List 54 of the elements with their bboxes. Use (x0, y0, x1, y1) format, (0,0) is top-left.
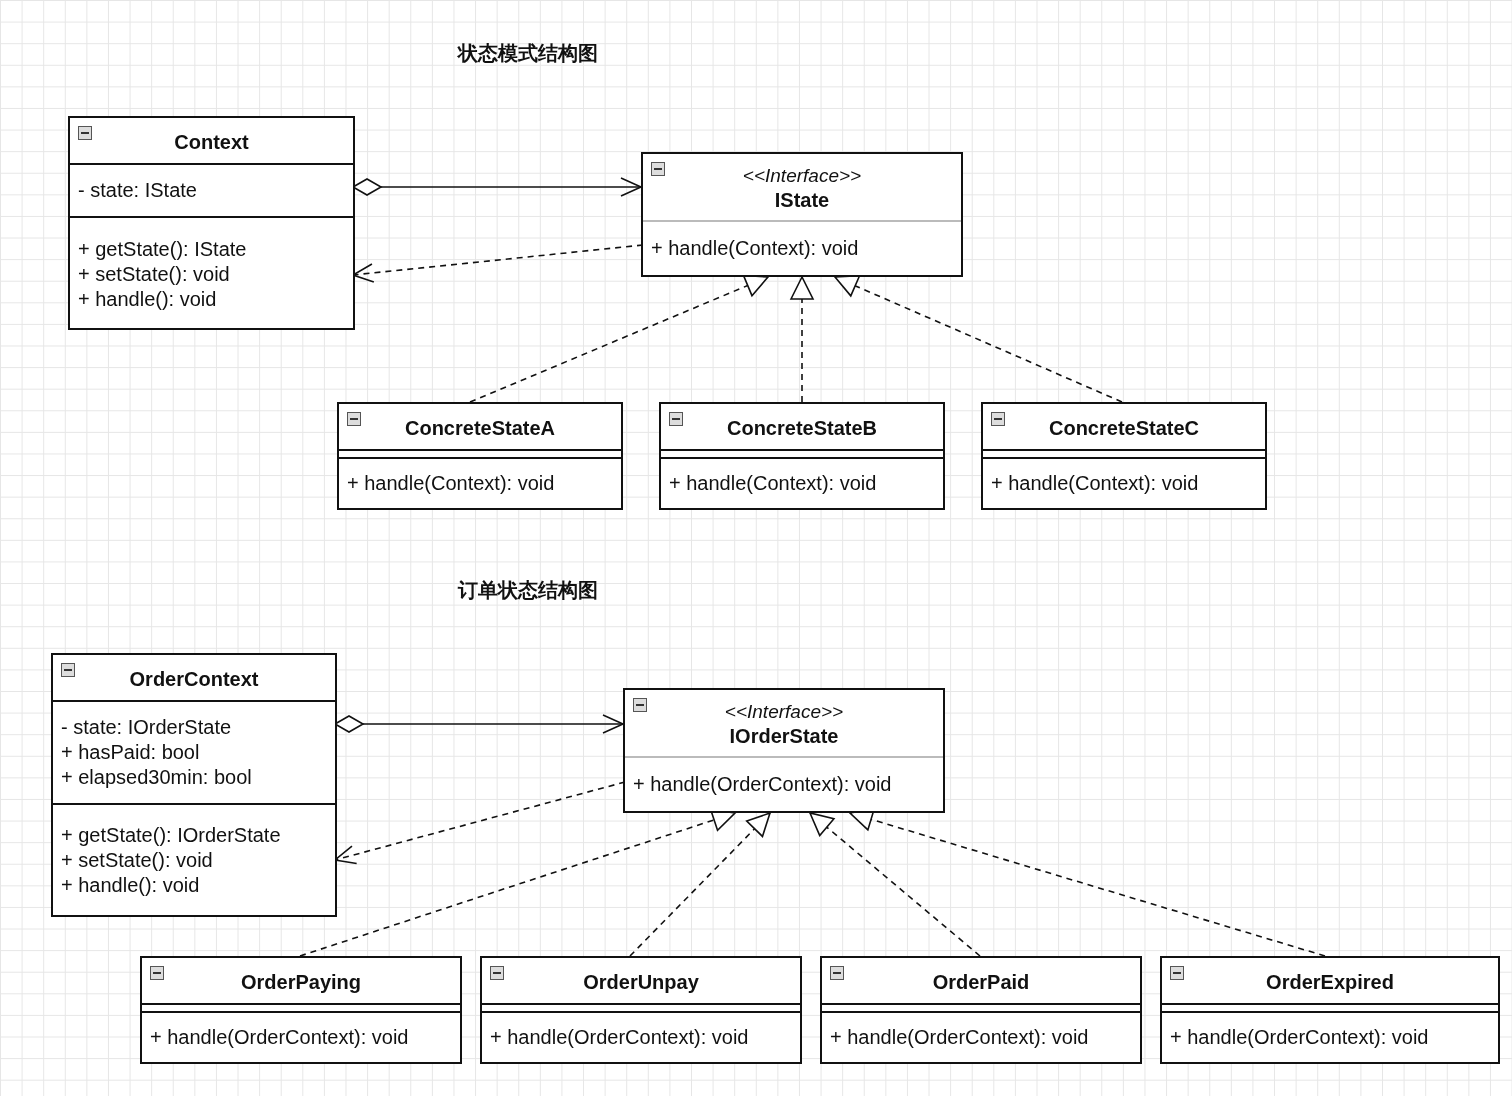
class-name: OrderPaid (932, 969, 1030, 994)
member-text: + setState(): void (61, 847, 213, 873)
aggregation-arrow (334, 714, 624, 734)
diagram-heading: 订单状态结构图 (458, 578, 598, 603)
member-text: + setState(): void (78, 261, 230, 287)
member-text: + getState(): IOrderState (61, 822, 281, 848)
diagram-heading: 状态模式结构图 (458, 41, 598, 66)
class-box (51, 653, 337, 917)
stereotype-text: <<Interface>> (742, 164, 862, 188)
class-box (337, 402, 623, 510)
class-box (659, 402, 945, 510)
class-box (623, 688, 945, 813)
realization-arrow (834, 274, 1123, 403)
member-text: + elapsed30min: bool (61, 765, 252, 790)
class-name: OrderUnpay (583, 969, 699, 994)
realization-arrow (790, 276, 814, 403)
stereotype-text: <<Interface>> (724, 700, 844, 724)
member-text: + handle(Context): void (991, 471, 1199, 496)
class-box (641, 152, 963, 277)
class-name: IState (774, 188, 830, 212)
member-text: + getState(): IState (78, 236, 247, 262)
class-name: IOrderState (729, 724, 839, 748)
member-text: + handle(Context): void (651, 236, 859, 261)
class-box (480, 956, 802, 1064)
dependency-arrow (334, 781, 626, 865)
class-box (68, 116, 355, 330)
class-name: Context (174, 129, 249, 154)
member-text: + handle(Context): void (347, 471, 555, 496)
aggregation-arrow (352, 177, 642, 197)
realization-arrow (809, 812, 981, 957)
realization-arrow (469, 274, 769, 403)
dependency-arrow (352, 244, 644, 283)
class-name: OrderPaying (240, 969, 361, 994)
member-text: + handle(OrderContext): void (490, 1025, 749, 1050)
member-text: + handle(OrderContext): void (1170, 1025, 1429, 1050)
member-text: + handle(): void (61, 872, 200, 898)
class-name: OrderContext (129, 666, 259, 691)
member-text: + handle(Context): void (669, 471, 877, 496)
member-text: - state: IOrderState (61, 715, 232, 740)
class-name: OrderExpired (1266, 969, 1394, 994)
member-text: + handle(OrderContext): void (150, 1025, 409, 1050)
member-text: + handle(OrderContext): void (830, 1025, 1089, 1050)
member-text: + handle(OrderContext): void (633, 772, 892, 797)
class-box (820, 956, 1142, 1064)
class-box (1160, 956, 1500, 1064)
member-text: + handle(): void (78, 286, 217, 312)
class-box (981, 402, 1267, 510)
member-text: + hasPaid: bool (61, 740, 200, 765)
class-name: ConcreteStateB (726, 415, 877, 440)
member-text: - state: IState (78, 178, 197, 203)
class-box (140, 956, 462, 1064)
class-name: ConcreteStateA (404, 415, 555, 440)
realization-arrow (629, 812, 771, 957)
class-name: ConcreteStateC (1048, 415, 1199, 440)
